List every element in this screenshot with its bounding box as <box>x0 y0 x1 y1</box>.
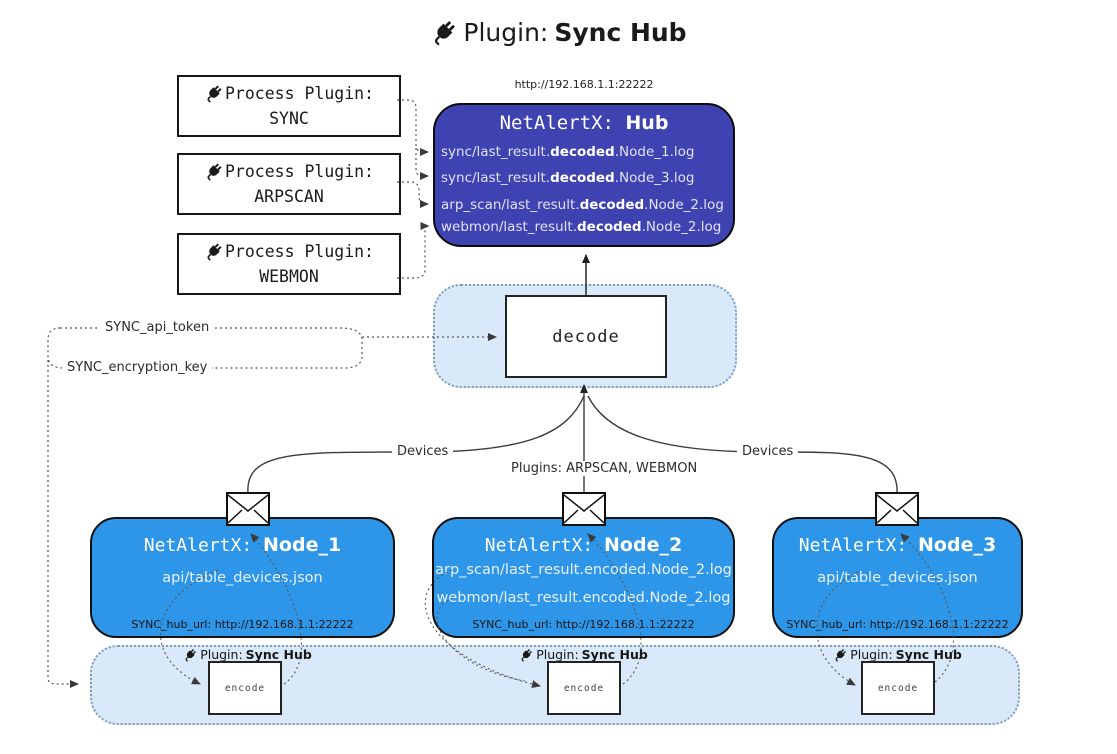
page-title: Plugin: Sync Hub <box>0 18 1117 47</box>
edge-nodes-to-decode <box>247 384 898 494</box>
process-plugin-box-sync: Process Plugin: SYNC <box>177 75 401 137</box>
process-plugin-box-arpscan: Process Plugin: ARPSCAN <box>177 153 401 215</box>
plug-icon <box>521 648 533 662</box>
band-plugin-label-1: Plugin: Sync Hub <box>160 647 335 662</box>
node-title: NetAlertX: Node_2 <box>484 534 683 556</box>
node-file: arp_scan/last_result.encoded.Node_2.log <box>435 562 732 578</box>
node-hub-url: SYNC_hub_url: http://192.168.1.1:22222 <box>472 618 695 631</box>
encode-box-3: encode <box>861 661 935 715</box>
hub-log-line: sync/last_result.decoded.Node_3.log <box>441 170 695 186</box>
encode-label: encode <box>224 682 266 694</box>
plug-icon <box>185 648 197 662</box>
process-plugin-name: ARPSCAN <box>254 187 324 206</box>
page-title-name: Sync Hub <box>554 18 687 47</box>
plug-icon <box>207 85 222 103</box>
node-title: NetAlertX: Node_3 <box>798 534 997 556</box>
plugins-label-center: Plugins: ARPSCAN, WEBMON <box>506 461 703 476</box>
process-plugin-heading: Process Plugin: <box>224 84 374 103</box>
edge-plugins-to-hub <box>397 99 430 279</box>
hub-title: NetAlertX: Hub <box>433 112 735 134</box>
band-plugin-label-2: Plugin: Sync Hub <box>496 647 671 662</box>
sync-api-token-label: SYNC_api_token <box>100 320 215 335</box>
hub-title-prefix: NetAlertX: <box>499 112 614 134</box>
process-plugin-name: SYNC <box>269 109 309 128</box>
decode-label: decode <box>552 326 620 347</box>
encode-label: encode <box>563 682 605 694</box>
hub-title-name: Hub <box>625 112 669 134</box>
envelope-icon <box>875 492 919 526</box>
devices-label-left: Devices <box>392 444 454 459</box>
node-file: webmon/last_result.encoded.Node_2.log <box>436 590 731 606</box>
plug-icon <box>207 163 222 181</box>
hub-url: http://192.168.1.1:22222 <box>514 78 654 91</box>
band-plugin-label-3: Plugin: Sync Hub <box>810 647 985 662</box>
encode-label: encode <box>877 682 919 694</box>
node-title: NetAlertX: Node_1 <box>143 534 342 556</box>
plug-icon <box>207 243 222 261</box>
process-plugin-box-webmon: Process Plugin: WEBMON <box>177 233 401 295</box>
node-file: api/table_devices.json <box>817 570 978 586</box>
envelope-icon <box>562 492 606 526</box>
node-hub-url: SYNC_hub_url: http://192.168.1.1:22222 <box>786 618 1009 631</box>
sync-encryption-key-label: SYNC_encryption_key <box>62 360 213 375</box>
node-box-1 <box>90 517 395 638</box>
encode-box-2: encode <box>547 661 621 715</box>
process-plugin-name: WEBMON <box>259 267 319 286</box>
process-plugin-heading: Process Plugin: <box>224 242 374 261</box>
plug-icon <box>435 21 456 46</box>
page-title-prefix: Plugin: <box>463 18 549 47</box>
hub-log-line: sync/last_result.decoded.Node_1.log <box>441 144 695 160</box>
node-file: api/table_devices.json <box>162 570 323 586</box>
process-plugin-heading: Process Plugin: <box>224 162 374 181</box>
node-hub-url: SYNC_hub_url: http://192.168.1.1:22222 <box>131 618 354 631</box>
decode-box: decode <box>505 295 667 378</box>
hub-box <box>433 103 735 247</box>
hub-log-line: webmon/last_result.decoded.Node_2.log <box>441 219 722 235</box>
envelope-icon <box>226 492 270 526</box>
plug-icon <box>835 648 847 662</box>
node-box-3 <box>772 517 1023 638</box>
encode-box-1: encode <box>208 661 282 715</box>
hub-log-line: arp_scan/last_result.decoded.Node_2.log <box>441 197 724 213</box>
devices-label-right: Devices <box>737 444 799 459</box>
